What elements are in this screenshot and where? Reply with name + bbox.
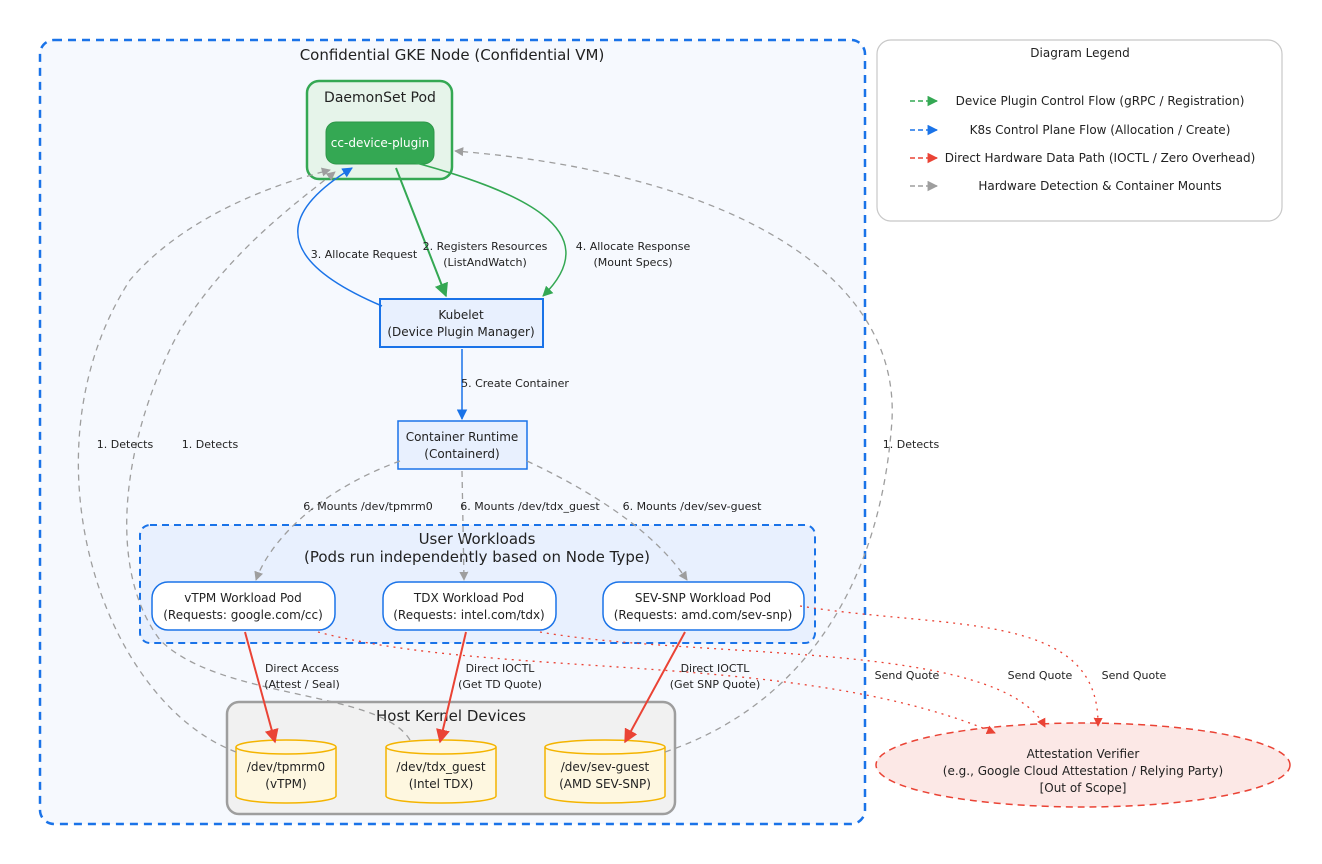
- label-direct-access-2: (Attest / Seal): [264, 678, 340, 691]
- tdx-pod: [382, 581, 557, 631]
- tdx-guest-line2: (Intel TDX): [409, 777, 474, 791]
- sev-guest-line1: /dev/sev-guest: [561, 760, 650, 774]
- edge-detects-tpm: [77, 167, 331, 753]
- sevsnp-pod-line1: SEV-SNP Workload Pod: [635, 591, 771, 605]
- edge-detects-sev: [454, 147, 893, 753]
- vtpm-pod-line2: (Requests: google.com/cc): [163, 608, 323, 622]
- legend-box: [876, 39, 1283, 222]
- workloads-title: User Workloads: [419, 530, 536, 548]
- tdx-pod-line1: TDX Workload Pod: [413, 591, 524, 605]
- vtpm-pod: [151, 581, 336, 631]
- label-allocate-response-1: 4. Allocate Response: [576, 240, 691, 253]
- kubelet-line1: Kubelet: [438, 308, 484, 322]
- vtpm-pod-line1: vTPM Workload Pod: [184, 591, 301, 605]
- edge-direct-access-tpm: [244, 631, 279, 744]
- label-detects-mid: 1. Detects: [182, 438, 239, 451]
- tdx-guest-line1: /dev/tdx_guest: [396, 760, 485, 774]
- edge-allocate-response: [404, 159, 567, 297]
- daemonset-pod-title: DaemonSet Pod: [324, 90, 436, 106]
- label-create-container: 5. Create Container: [461, 377, 569, 390]
- verifier-line3: [Out of Scope]: [1040, 781, 1127, 795]
- label-mount-sev: 6. Mounts /dev/sev-guest: [623, 500, 763, 513]
- label-allocate-response-2: (Mount Specs): [593, 256, 672, 269]
- legend-item-2: K8s Control Plane Flow (Allocation / Cre…: [970, 123, 1231, 137]
- tdx-guest-device: /dev/tdx_guest (Intel TDX): [385, 739, 497, 804]
- plugin-node-label: cc-device-plugin: [331, 136, 429, 150]
- runtime-line2: (Containerd): [424, 447, 499, 461]
- label-snp-ioctl-1: Direct IOCTL: [681, 662, 751, 675]
- tpmrm0-device: /dev/tpmrm0 (vTPM): [235, 739, 337, 804]
- sev-guest-line2: (AMD SEV-SNP): [559, 777, 651, 791]
- label-send-quote-3: Send Quote: [1102, 669, 1167, 682]
- label-mount-tdx: 6. Mounts /dev/tdx_guest: [460, 500, 600, 513]
- legend-item-3: Direct Hardware Data Path (IOCTL / Zero …: [945, 151, 1256, 165]
- label-snp-ioctl-2: (Get SNP Quote): [670, 678, 760, 691]
- workloads-subtitle: (Pods run independently based on Node Ty…: [304, 548, 650, 566]
- legend-item-4: Hardware Detection & Container Mounts: [978, 179, 1221, 193]
- edge-direct-ioctl-sev: [624, 631, 686, 744]
- label-send-quote-2: Send Quote: [1008, 669, 1073, 682]
- edge-mount-tpm: [254, 460, 401, 581]
- tpmrm0-line2: (vTPM): [265, 777, 306, 791]
- edge-registers-resources: [395, 167, 448, 298]
- label-detects-right: 1. Detects: [883, 438, 940, 451]
- node-cluster-title: Confidential GKE Node (Confidential VM): [300, 46, 605, 64]
- label-send-quote-1: Send Quote: [875, 669, 940, 682]
- edge-allocate-request: [297, 167, 383, 307]
- sev-guest-device: /dev/sev-guest (AMD SEV-SNP): [544, 739, 666, 804]
- verifier-line2: (e.g., Google Cloud Attestation / Relyin…: [943, 764, 1223, 778]
- edge-send-quote-vtpm: [317, 631, 996, 734]
- label-registers-1: 2. Registers Resources: [423, 240, 548, 253]
- kubelet-node: [379, 298, 544, 348]
- legend: Diagram Legend Device Plugin Control Flo…: [876, 39, 1283, 222]
- attestation-verifier: [875, 722, 1291, 808]
- label-registers-2: (ListAndWatch): [443, 256, 527, 269]
- verifier-line1: Attestation Verifier: [1027, 747, 1140, 761]
- legend-title: Diagram Legend: [1030, 46, 1129, 60]
- label-mount-tpm: 6. Mounts /dev/tpmrm0: [303, 500, 432, 513]
- label-tdx-ioctl-2: (Get TD Quote): [458, 678, 542, 691]
- label-allocate-request: 3. Allocate Request: [311, 248, 418, 261]
- host-cluster-title: Host Kernel Devices: [376, 707, 526, 725]
- edge-detects-tdx: [126, 171, 411, 741]
- kubelet-line2: (Device Plugin Manager): [387, 325, 534, 339]
- tpmrm0-line1: /dev/tpmrm0: [247, 760, 325, 774]
- legend-item-1: Device Plugin Control Flow (gRPC / Regis…: [956, 94, 1245, 108]
- runtime-line1: Container Runtime: [406, 430, 519, 444]
- runtime-node: [397, 420, 528, 470]
- edge-direct-ioctl-tdx: [436, 631, 467, 744]
- plugin-node: [325, 121, 435, 165]
- tdx-pod-line2: (Requests: intel.com/tdx): [393, 608, 545, 622]
- sevsnp-pod: [602, 581, 805, 631]
- label-detects-left: 1. Detects: [97, 438, 154, 451]
- label-tdx-ioctl-1: Direct IOCTL: [466, 662, 536, 675]
- label-direct-access-1: Direct Access: [265, 662, 339, 675]
- sevsnp-pod-line2: (Requests: amd.com/sev-snp): [614, 608, 793, 622]
- edge-mount-tdx: [459, 470, 469, 581]
